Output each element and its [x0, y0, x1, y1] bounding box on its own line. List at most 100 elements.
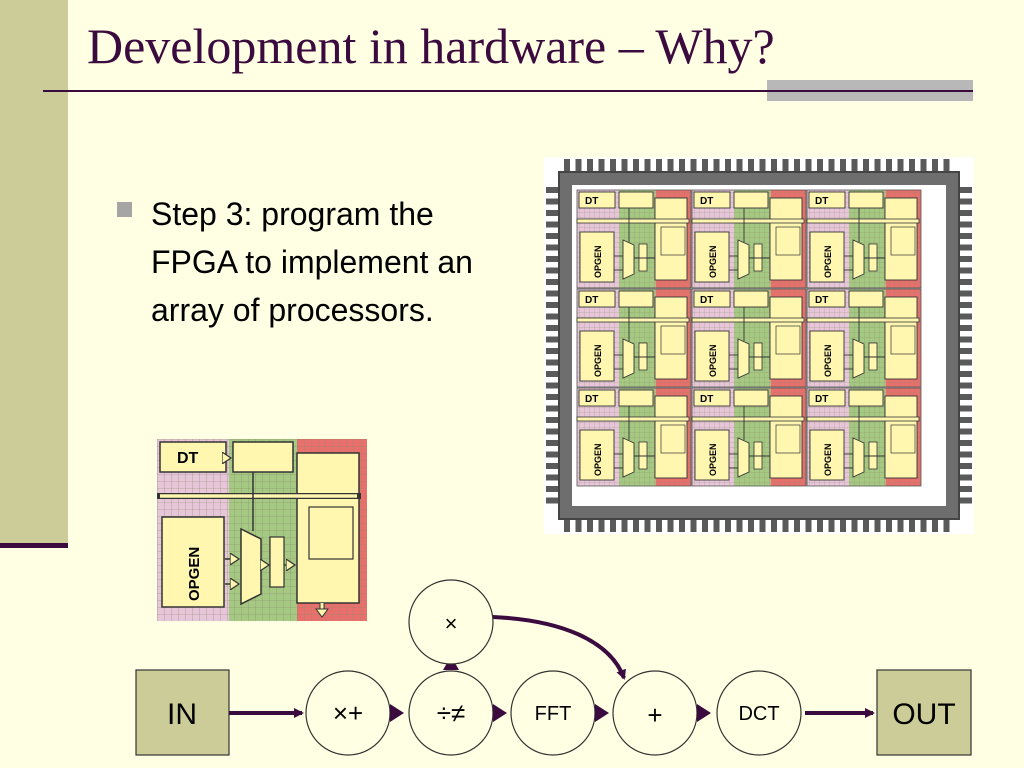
- multiplexer: [240, 527, 262, 606]
- chip-pin: [956, 221, 972, 228]
- node-1-label: ×+: [333, 698, 363, 728]
- chip-pin: [956, 279, 972, 285]
- chip-pin: [956, 256, 972, 262]
- cell-bus: [691, 218, 805, 224]
- chip-pin: [702, 516, 708, 532]
- chip-pin: [897, 516, 904, 532]
- cell-dt-block: [693, 389, 731, 407]
- chip-pin: [956, 382, 972, 389]
- input-label: IN: [167, 698, 197, 731]
- chip-pin: [943, 516, 950, 532]
- node-2-label: ÷≠: [437, 698, 466, 728]
- chip-pin: [546, 267, 562, 274]
- bullet-marker: [117, 202, 132, 217]
- cell-register-block: [848, 389, 884, 407]
- cell-register-block: [733, 389, 769, 407]
- cell-register-block: [618, 191, 654, 209]
- cell-dt-label: DT: [700, 295, 713, 306]
- cell-memory-inner: [660, 424, 686, 454]
- chip-pin: [956, 417, 972, 423]
- cell-opgen-label: OPGEN: [823, 443, 833, 476]
- chip-pin: [610, 159, 616, 175]
- cell-memory-inner: [775, 424, 801, 454]
- cell-opgen-label: OPGEN: [593, 443, 603, 476]
- chip-pin: [956, 451, 972, 458]
- cell-opgen-block: [579, 429, 615, 481]
- cell-mux: [737, 338, 750, 379]
- chip-pin: [956, 187, 972, 193]
- chip-pin: [546, 463, 562, 469]
- cell-alu: [868, 441, 878, 470]
- chip-pin: [644, 516, 651, 532]
- chip-pin: [863, 516, 869, 532]
- cell-opgen-block: [694, 429, 730, 481]
- chip-pin: [794, 159, 800, 175]
- node-4-label: +: [647, 700, 662, 730]
- node-3-label: FFT: [535, 703, 572, 725]
- chip-pin: [909, 516, 915, 532]
- chip-pin: [851, 159, 858, 175]
- chip-pin: [587, 516, 593, 532]
- cell-dt-block: [693, 290, 731, 308]
- cell-mux: [622, 437, 635, 478]
- cell-dt-label: DT: [700, 394, 713, 405]
- chip-pin: [546, 474, 562, 481]
- chip-pin: [886, 516, 892, 532]
- chip-pin: [725, 159, 731, 175]
- chip-pin: [713, 159, 720, 175]
- cell-memory-inner: [660, 325, 686, 355]
- chip-pin: [546, 221, 562, 228]
- dt-label: DT: [177, 450, 199, 467]
- chip-pin: [932, 159, 938, 175]
- chip-pin: [874, 159, 881, 175]
- cell-register-block: [733, 191, 769, 209]
- chip-pin: [621, 516, 628, 532]
- cell-opgen-block: [579, 330, 615, 382]
- cell-memory-inner: [890, 226, 916, 256]
- chip-pin: [546, 198, 562, 205]
- cell-opgen-block: [809, 330, 845, 382]
- chip-pin: [897, 159, 904, 175]
- chip-pin: [748, 516, 754, 532]
- chip-pin: [794, 516, 800, 532]
- cell-alu: [638, 342, 648, 371]
- edge-1-2: [390, 704, 404, 722]
- node-multiply-label: ×: [445, 611, 458, 636]
- cell-dt-block: [808, 191, 846, 209]
- title-underline: [43, 90, 973, 92]
- cell-alu: [868, 243, 878, 272]
- cell-opgen-block: [809, 429, 845, 481]
- cell-register-block: [618, 389, 654, 407]
- chip-pin: [782, 516, 789, 532]
- node-multiply: [408, 579, 494, 665]
- chip-pin: [546, 486, 562, 492]
- cell-register-block: [618, 290, 654, 308]
- node-5-label: DCT: [738, 703, 779, 725]
- node-2: ÷≠: [408, 670, 494, 756]
- chip-pin: [546, 405, 562, 412]
- chip-pin: [956, 325, 972, 331]
- cell-dt-label: DT: [815, 196, 828, 207]
- node-5: DCT: [716, 670, 802, 756]
- cell-alu: [638, 243, 648, 272]
- chip-pin: [956, 371, 972, 377]
- left-accent-line: [0, 543, 68, 548]
- cell-dt-label: DT: [815, 295, 828, 306]
- cell-dt-block: [578, 389, 616, 407]
- chip-pin: [546, 313, 562, 320]
- chip-pin: [863, 159, 869, 175]
- chip-pin: [679, 159, 685, 175]
- chip-pin: [759, 516, 766, 532]
- cell-opgen-label: OPGEN: [823, 245, 833, 278]
- chip-pin: [840, 159, 846, 175]
- cell-memory-inner: [775, 226, 801, 256]
- cell-bus: [691, 317, 805, 323]
- chip-pin: [679, 516, 685, 532]
- processor-diagram: DT OPGEN: [157, 439, 367, 621]
- chip-pin: [956, 336, 972, 343]
- output-label: OUT: [892, 698, 955, 731]
- cell-dt-label: DT: [700, 196, 713, 207]
- chip-pin: [817, 159, 823, 175]
- chip-pin: [575, 159, 582, 175]
- cell-dt-label: DT: [815, 394, 828, 405]
